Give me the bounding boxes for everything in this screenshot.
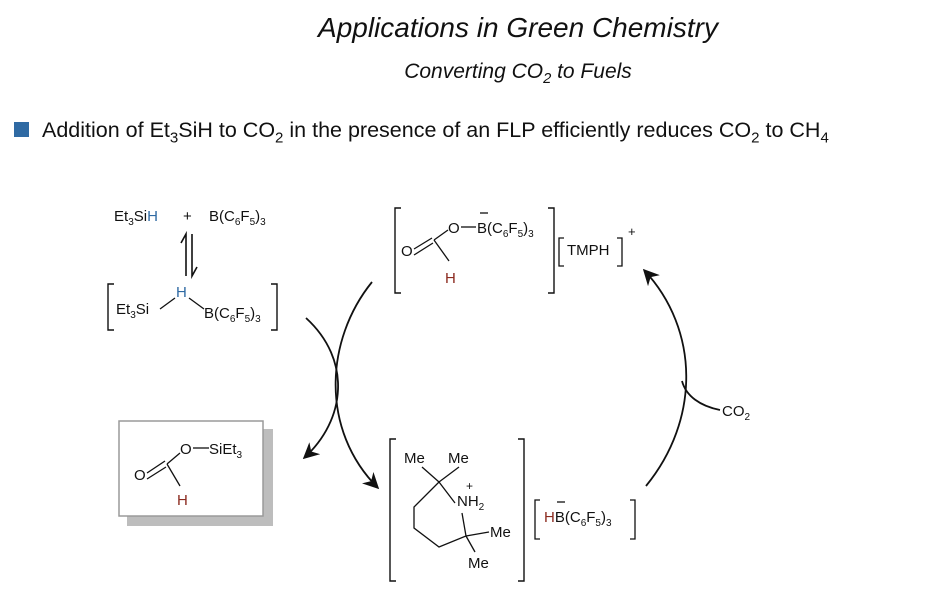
bullet-subscript: 2	[751, 129, 760, 147]
arrow-to-product	[302, 317, 339, 460]
arrow-co2-addition	[642, 268, 688, 487]
methyl-label: Me	[404, 450, 425, 467]
bullet-point: Addition of Et3SiH to CO2 in the presenc…	[42, 118, 829, 146]
subtitle-text: Converting CO	[404, 60, 544, 83]
subtitle-text-end: to Fuels	[551, 60, 632, 83]
plus-sign: +	[183, 208, 192, 225]
adduct-silyl-label: Et3Si	[116, 301, 149, 321]
product-ester-o: O	[180, 441, 192, 458]
borane-label: B(C6F5)3	[209, 208, 266, 228]
hydridoborate-label: HB(C6F5)3	[544, 509, 612, 529]
cation-charge-label: +	[628, 224, 636, 239]
silane-borane-reactants: Et3SiH + B(C6F5)3	[114, 208, 266, 228]
product-box	[118, 420, 264, 517]
bullet-subscript: 3	[169, 129, 179, 147]
methyl-label: Me	[490, 524, 511, 541]
bullet-text-part: SiH to CO	[178, 118, 276, 142]
ester-o-label: O	[448, 220, 460, 237]
carbonyl-o-label: O	[401, 243, 413, 260]
bullet-square-icon	[14, 122, 29, 137]
slide-title: Applications in Green Chemistry	[318, 12, 718, 43]
formatoborate-ion-pair: O H O B(C6F5)3 TMPH +	[394, 207, 636, 294]
product-carbonyl-o: O	[134, 467, 146, 484]
methyl-label: Me	[448, 450, 469, 467]
bullet-text-part: to CH	[759, 118, 821, 142]
ammonium-label: NH2	[457, 493, 485, 513]
bullet-subscript: 4	[820, 129, 829, 147]
silane-borane-adduct: Et3Si H B(C6F5)3	[107, 283, 278, 331]
silane-label: Et3SiH	[114, 208, 158, 228]
subtitle-subscript: 2	[543, 71, 552, 88]
arrow-co2-branch	[681, 380, 721, 411]
borate-label: B(C6F5)3	[477, 220, 534, 240]
reaction-arrows	[302, 268, 721, 490]
bridging-hydride-label: H	[176, 284, 187, 301]
methyl-label: Me	[468, 555, 489, 572]
formyl-h-label: H	[445, 270, 456, 287]
bullet-subscript: 2	[275, 129, 284, 147]
ammonium-charge: +	[466, 479, 473, 493]
bullet-text-part: in the presence of an FLP efficiently re…	[283, 118, 752, 142]
slide-subtitle: Converting CO2 to Fuels	[0, 60, 952, 87]
product-silyl-label: SiEt3	[209, 441, 243, 461]
ammonium-hydridoborate-pair: Me Me + NH2 Me Me HB(C6F5)3	[389, 438, 636, 582]
equilibrium-arrows	[180, 230, 198, 280]
tmph-cation-label: TMPH	[567, 242, 610, 259]
arrow-to-ammonium	[334, 281, 380, 490]
bullet-text-part: Addition of Et	[42, 118, 170, 142]
silyl-formate-product: O H O SiEt3	[118, 420, 273, 526]
co2-reagent-label: CO2	[722, 403, 751, 423]
product-formyl-h: H	[177, 492, 188, 509]
adduct-borane-label: B(C6F5)3	[204, 305, 261, 325]
